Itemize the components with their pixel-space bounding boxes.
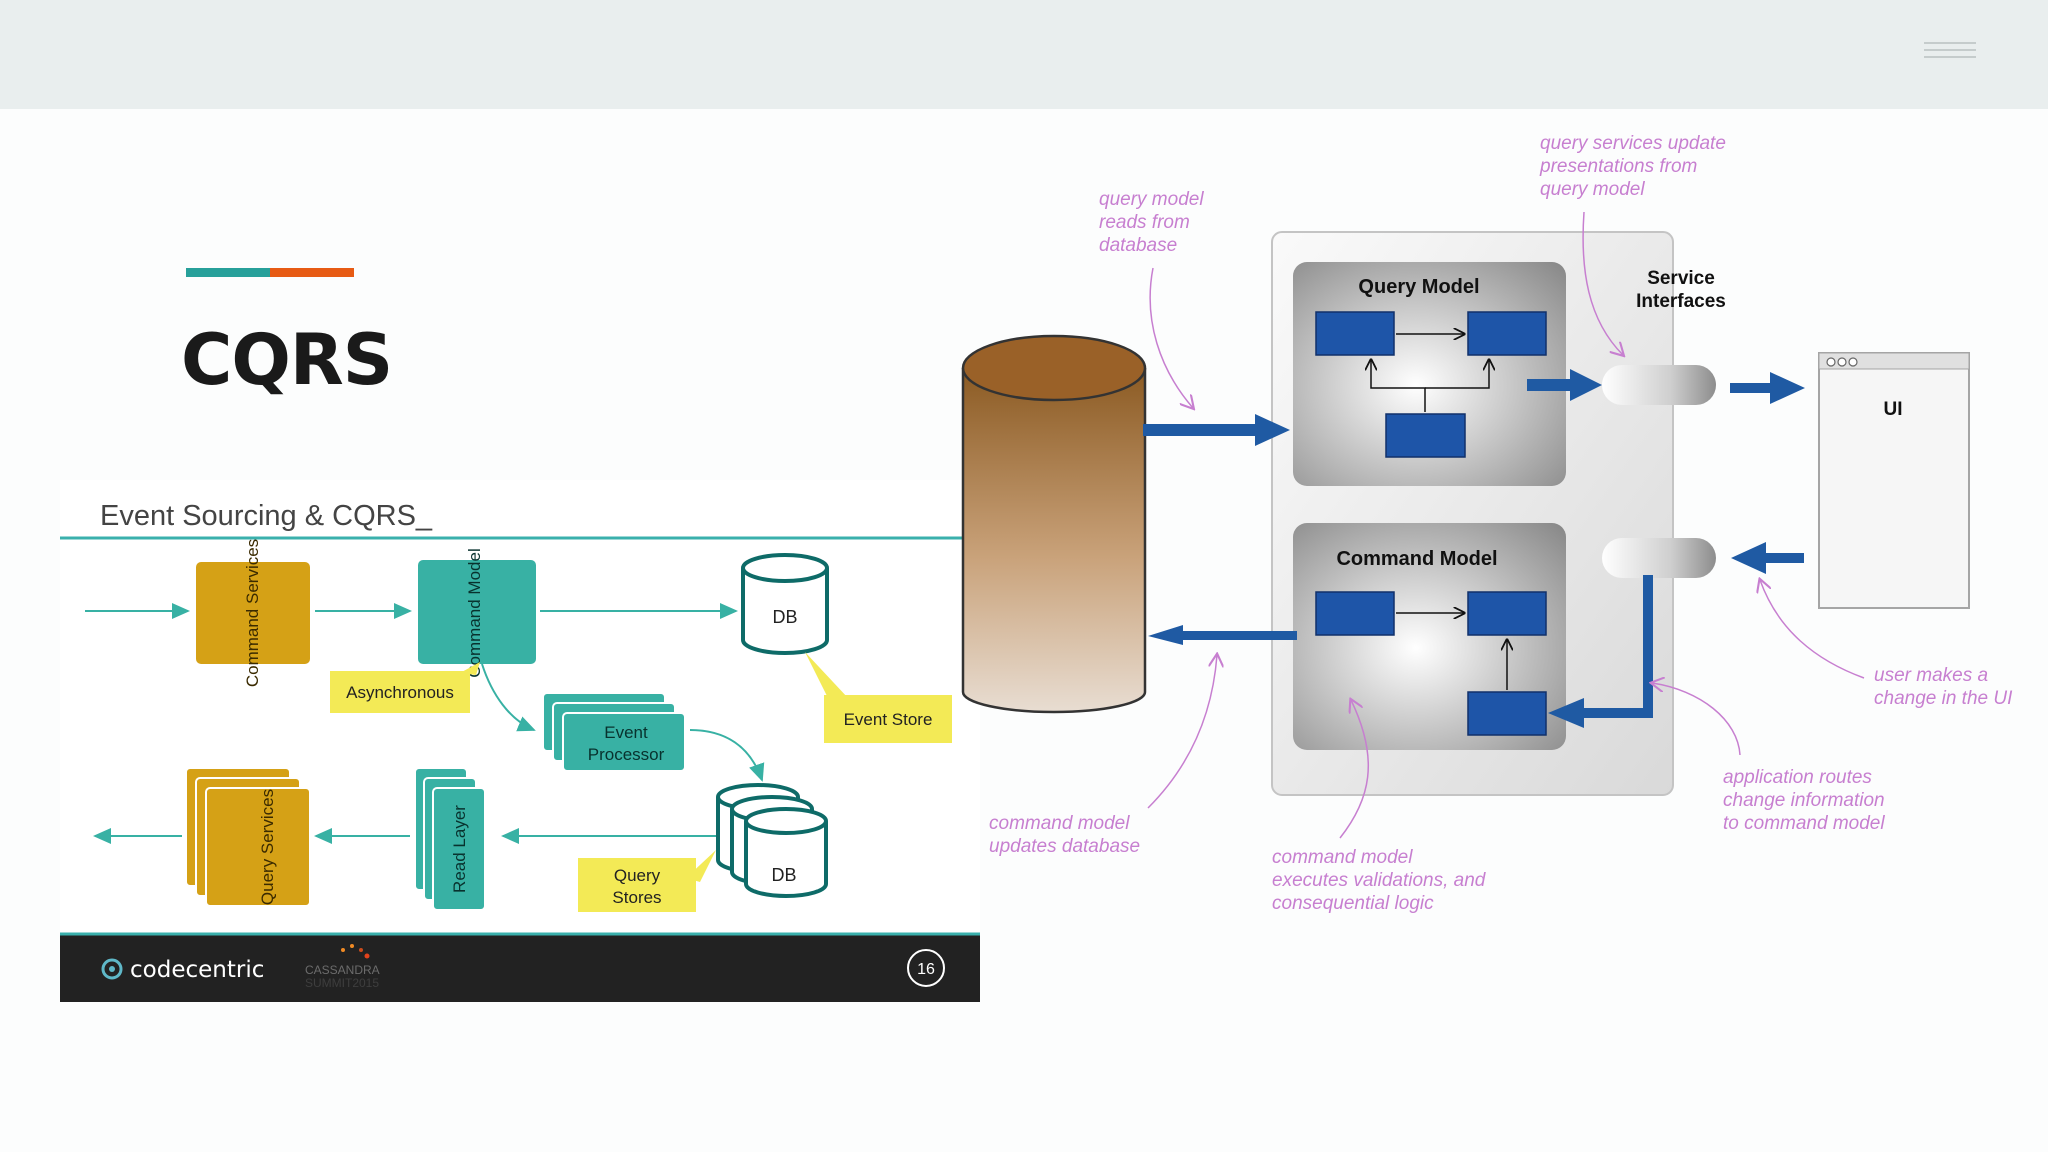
ui-to-interface-arrow <box>1731 542 1804 574</box>
left-figure-header: Event Sourcing & CQRS_ <box>100 500 433 532</box>
annotation-query-services-2: presentations from <box>1539 156 1697 177</box>
window-control-icon <box>1826 357 1836 367</box>
database-cylinder <box>961 334 1147 714</box>
query-services-label: Query Services <box>258 789 277 905</box>
cassandra-summit-logo: CASSANDRA SUMMIT2015 <box>305 944 380 990</box>
window-control-icon <box>1837 357 1847 367</box>
accent-teal <box>186 268 270 277</box>
cassandra-logo-text-2: SUMMIT2015 <box>305 976 379 990</box>
async-arrow <box>481 663 536 732</box>
interface-to-command-arrow <box>1548 575 1653 728</box>
annotation-command-executes-1: command model <box>1272 847 1413 868</box>
codecentric-brand: codecentric <box>130 957 264 983</box>
query-stores-label-1: Query <box>614 866 661 885</box>
query-services-stack: Query Services <box>185 767 311 907</box>
ui-window-label: UI <box>1884 399 1903 420</box>
command-model-label: Command Model <box>465 548 484 677</box>
annotation-app-routes-3: to command model <box>1723 813 1885 834</box>
command-model-box <box>1467 591 1547 636</box>
annotation-query-reads-3: database <box>1099 235 1177 256</box>
accent-orange <box>270 268 354 277</box>
service-interfaces-label-1: Service <box>1647 268 1715 289</box>
db-cylinder-top: DB <box>741 553 829 655</box>
query-stores-callout: Query Stores <box>578 850 716 912</box>
annotation-leaders <box>1147 211 1865 839</box>
query-model-panel: Query Model <box>1293 262 1566 486</box>
event-processor-stack: Event Processor <box>542 692 686 772</box>
flow-arrows <box>1143 369 1805 728</box>
processor-to-db-arrow <box>689 729 765 782</box>
asynchronous-label: Asynchronous <box>346 683 454 702</box>
top-bar <box>0 0 2048 109</box>
event-store-label: Event Store <box>844 710 933 729</box>
annotation-query-services-3: query model <box>1540 179 1645 200</box>
query-to-interface-arrow <box>1527 369 1602 401</box>
event-sourcing-diagram: Event Sourcing & CQRS_ Command Services … <box>60 480 980 1002</box>
command-services-label: Command Services <box>243 539 262 687</box>
query-model-title: Query Model <box>1358 276 1479 298</box>
codecentric-logo-icon <box>101 958 123 980</box>
annotation-command-executes-2: executes validations, and <box>1272 870 1487 891</box>
interface-to-ui-arrow <box>1730 372 1805 404</box>
asynchronous-callout: Asynchronous <box>330 662 480 713</box>
read-layer-label: Read Layer <box>450 805 469 893</box>
page-number: 16 <box>917 961 935 978</box>
query-model-box <box>1315 311 1395 356</box>
command-to-db-arrow <box>1180 631 1297 640</box>
left-figure-footer <box>60 934 980 1002</box>
command-service-interface <box>1602 538 1716 578</box>
window-control-icon <box>1848 357 1858 367</box>
command-model-title: Command Model <box>1336 548 1497 570</box>
command-model-panel: Command Model <box>1293 523 1566 750</box>
command-services-box: Command Services <box>196 539 310 687</box>
cassandra-logo-text-1: CASSANDRA <box>305 963 380 977</box>
cqrs-architecture-diagram: Query Model Command Model Service Interf… <box>961 133 2013 914</box>
db-top-label: DB <box>772 607 797 627</box>
event-processor-label-2: Processor <box>588 745 665 764</box>
annotation-command-updates-1: command model <box>989 813 1130 834</box>
annotation-query-reads-2: reads from <box>1099 212 1190 233</box>
title-accent-bar <box>186 268 354 277</box>
read-layer-stack: Read Layer <box>414 767 486 911</box>
annotation-query-services-1: query services update <box>1540 133 1726 154</box>
annotation-user-change-1: user makes a <box>1874 665 1988 686</box>
ui-window: UI <box>1818 352 1970 609</box>
event-processor-label-1: Event <box>604 723 648 742</box>
db-bottom-label: DB <box>771 865 796 885</box>
annotation-app-routes-1: application routes <box>1723 767 1872 788</box>
service-interfaces-label-2: Interfaces <box>1636 291 1726 312</box>
hamburger-menu-icon[interactable] <box>1924 42 1976 66</box>
db-cylinder-stack: DB <box>716 783 828 898</box>
annotation-command-updates-2: updates database <box>989 836 1140 857</box>
annotation-user-change-2: change in the UI <box>1874 688 2013 709</box>
annotation-app-routes-2: change information <box>1723 790 1885 811</box>
command-model-box <box>1315 591 1395 636</box>
command-model-box: Command Model <box>418 548 536 678</box>
query-model-box <box>1467 311 1547 356</box>
slide-title: CQRS <box>181 319 393 401</box>
query-model-box <box>1385 413 1466 458</box>
query-service-interface <box>1602 365 1716 405</box>
event-store-callout: Event Store <box>805 652 952 743</box>
annotation-command-executes-3: consequential logic <box>1272 893 1434 914</box>
query-stores-label-2: Stores <box>612 888 661 907</box>
annotation-query-reads-1: query model <box>1099 189 1204 210</box>
command-model-box <box>1467 691 1547 736</box>
db-to-query-arrow <box>1143 414 1290 446</box>
page-number-circle <box>907 949 945 987</box>
